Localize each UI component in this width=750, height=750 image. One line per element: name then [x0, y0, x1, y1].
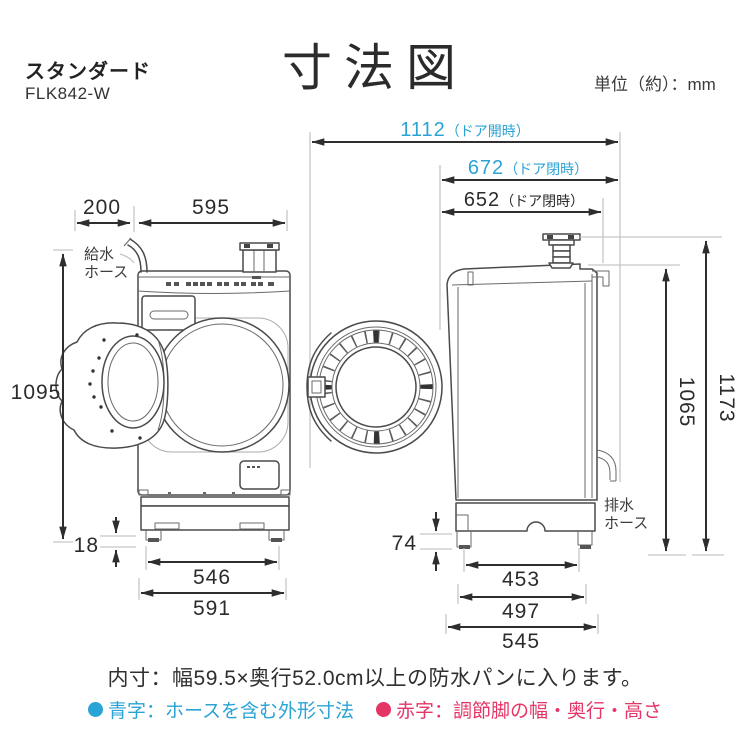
open-door-back	[55, 322, 169, 449]
dim-591-label: 591	[193, 597, 231, 620]
dim-door-closed-hose-672: 672（ドア閉時）	[441, 157, 619, 184]
legend-blue-dot	[87, 702, 103, 717]
dim-1112-value: 1112	[400, 119, 446, 141]
dim-door-closed-652: 652（ドア閉時）	[441, 189, 602, 216]
filter-door	[239, 460, 280, 490]
front-pedestal	[140, 496, 290, 542]
supply-hose-label-1: 給水	[84, 246, 114, 263]
drawer-handle	[149, 310, 189, 320]
dim-feet-depth-453: 453	[463, 548, 580, 591]
front-bottom-marks	[138, 489, 291, 496]
dim-1065-label: 1065	[675, 377, 698, 428]
dim-453-label: 453	[502, 568, 540, 591]
door-hinge-latch	[307, 376, 326, 398]
legend-blue: 青字：ホースを含む外形寸法	[87, 696, 355, 723]
page-title: 寸法図	[282, 40, 468, 96]
hose-leader-line	[119, 253, 135, 264]
dim-top-width-595: 595	[138, 196, 288, 231]
model-number: FLK842-W	[25, 84, 111, 103]
side-top-seam	[451, 280, 593, 286]
filter-door-dots	[247, 466, 260, 468]
dim-body-width-591: 591	[138, 578, 287, 620]
unit-note: 単位（約）：mm	[594, 75, 716, 94]
drain-hose-label-2: ホース	[604, 515, 648, 532]
legend-red-dot	[376, 702, 392, 717]
supply-hose-label: 給水 ホース	[84, 246, 135, 281]
supply-hose-end	[123, 237, 132, 247]
dim-672-value: 672	[468, 157, 504, 179]
dim-feet-width-546: 546	[145, 546, 280, 589]
door-screws	[88, 333, 142, 440]
dim-1095-label: 1095	[11, 381, 62, 404]
dim-545-label: 545	[502, 630, 540, 653]
dim-foot-height-18: 18	[74, 517, 136, 567]
top-tank	[239, 242, 280, 273]
dim-497-label: 497	[502, 600, 540, 623]
dim-back-width-200: 200	[74, 196, 135, 232]
legend-blue-text: 青字：ホースを含む外形寸法	[107, 701, 355, 722]
lid-hinge-mark	[467, 271, 474, 286]
front-panel-seam	[137, 290, 291, 294]
supply-hose-art2	[129, 238, 148, 273]
dim-652-note: （ドア閉時）	[500, 193, 584, 209]
water-valve	[542, 233, 581, 269]
inner-dimension-note: 内寸：幅59.5×奥行52.0cm以上の防水パンに入ります。	[107, 667, 643, 690]
dim-height-body-1065: 1065	[588, 264, 698, 556]
color-legend: 青字：ホースを含む外形寸法 赤字：調節脚の幅・奥行・高さ	[0, 696, 750, 723]
dim-672-label: 672（ドア閉時）	[468, 157, 588, 179]
side-pedestal	[455, 502, 596, 549]
dim-546-label: 546	[193, 566, 231, 589]
side-open-door	[306, 320, 443, 454]
front-control-buttons	[166, 276, 274, 286]
dim-1173-label: 1173	[715, 373, 738, 422]
dim-mid-depth-497: 497	[457, 584, 587, 623]
dim-652-value: 652	[464, 189, 500, 211]
dim-672-note: （ドア閉時）	[504, 161, 588, 177]
drain-hose-art	[596, 449, 617, 482]
supply-hose-label-2: ホース	[84, 264, 128, 281]
dim-1112-label: 1112（ドア開時）	[400, 119, 530, 141]
drain-hose-label-1: 排水	[604, 497, 634, 514]
legend-red: 赤字：調節脚の幅・奥行・高さ	[376, 696, 662, 723]
dim-bottom-depth-545: 545	[445, 614, 599, 653]
side-view-machine	[306, 132, 621, 549]
front-view-machine	[55, 237, 291, 542]
front-door-ring	[154, 317, 290, 453]
dim-200-label: 200	[83, 196, 121, 219]
detergent-drawer	[141, 295, 196, 331]
drain-hose-label: 排水 ホース	[604, 497, 648, 532]
dim-595-label: 595	[192, 196, 230, 219]
supply-hose-art	[127, 244, 142, 273]
side-body	[446, 263, 598, 501]
dim-74-label: 74	[392, 532, 417, 555]
back-hook	[592, 270, 610, 287]
door-glass-inner	[107, 342, 159, 422]
dim-base-height-74: 74	[392, 512, 452, 571]
dim-18-label: 18	[74, 534, 99, 557]
dim-height-total-1173: 1173	[580, 236, 738, 556]
door-glass-outer	[101, 335, 165, 429]
series-label: スタンダード	[25, 61, 151, 83]
dim-652-label: 652（ドア閉時）	[464, 189, 584, 211]
dim-1112-note: （ドア開時）	[446, 123, 530, 139]
dim-door-open-1112: 1112（ドア開時）	[311, 119, 619, 146]
legend-red-text: 赤字：調節脚の幅・奥行・高さ	[396, 701, 663, 722]
dim-height-1095: 1095	[11, 249, 73, 543]
